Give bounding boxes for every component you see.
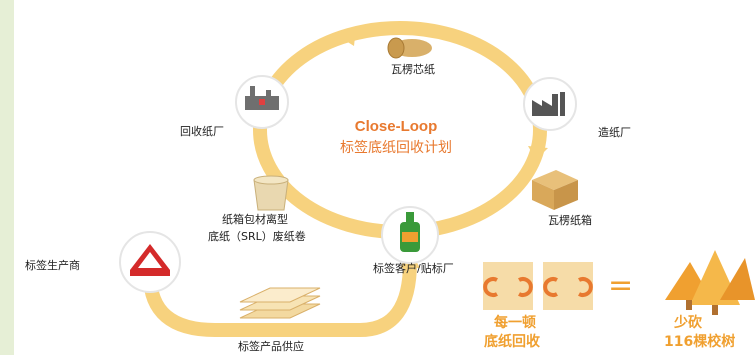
- per-ton-line1: 每一顿: [494, 315, 536, 331]
- paper-roll-icon-2: [543, 262, 593, 310]
- label-label-producer: 标签生产商: [25, 259, 80, 272]
- equals-sign: =: [608, 268, 634, 303]
- bottle-icon: [381, 206, 439, 264]
- label-corrugated-core: 瓦楞芯纸: [391, 63, 435, 76]
- ring-arrow-1: [338, 28, 356, 46]
- less-line1: 少砍: [674, 315, 702, 331]
- cardboard-box-icon: [532, 170, 578, 210]
- center-subtitle: 标签底纸回收计划: [340, 140, 452, 156]
- ring-arrow-2: [528, 146, 548, 160]
- label-label-customer: 标签客户/贴标厂: [373, 262, 454, 275]
- label-stack-icon: [239, 287, 321, 319]
- label-srl-line1: 纸箱包材离型: [222, 213, 288, 226]
- recycling-mill-icon: [235, 75, 289, 129]
- label-corrugated-box: 瓦楞纸箱: [548, 214, 592, 227]
- wood-log-icon: [387, 37, 432, 59]
- label-recycling-mill: 回收纸厂: [180, 125, 224, 138]
- label-srl-line2: 底纸（SRL）废纸卷: [208, 230, 306, 243]
- paper-mill-icon: [523, 77, 577, 131]
- less-line2: 116棵校树: [664, 334, 736, 350]
- label-paper-mill: 造纸厂: [598, 126, 631, 139]
- avery-dennison-logo: [119, 231, 181, 293]
- waste-bin-icon: [253, 175, 289, 211]
- trees-icon: [665, 250, 755, 315]
- label-label-supply: 标签产品供应: [238, 340, 304, 353]
- left-side-panel: [0, 0, 14, 355]
- paper-roll-icon-1: [483, 262, 533, 310]
- supply-path: [143, 261, 417, 337]
- center-title: Close-Loop: [354, 118, 438, 135]
- per-ton-line2: 底纸回收: [484, 334, 540, 350]
